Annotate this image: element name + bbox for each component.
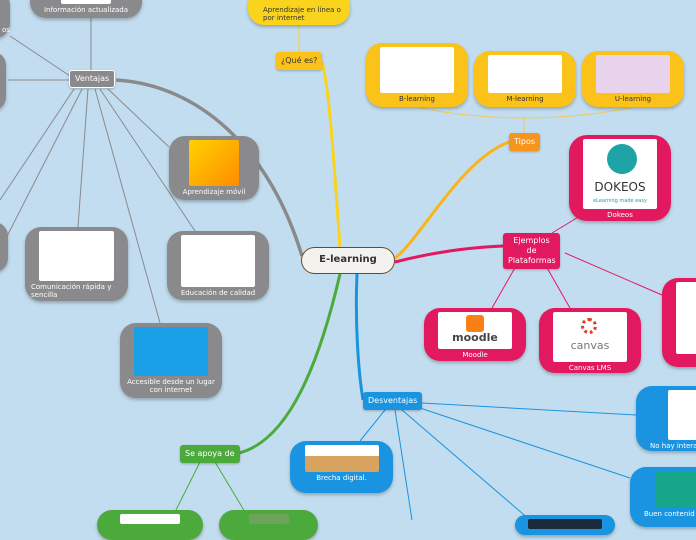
ventaja-informacion-actualizada[interactable]: Información actualizada: [30, 0, 142, 18]
b-learning-image: [380, 47, 454, 93]
apoyo-node-partial-1[interactable]: [97, 510, 203, 540]
ventaja-node-partial-2[interactable]: [0, 52, 6, 110]
digital-divide-image: [304, 445, 379, 472]
desventaja-node-partial[interactable]: [515, 515, 615, 535]
ventaja-node-partial[interactable]: os: [0, 0, 10, 38]
canvas-logo: canvas: [553, 312, 627, 362]
tipo-u-learning[interactable]: U-learning: [582, 51, 684, 107]
mobile-learning-image: [189, 140, 239, 186]
classroom-image: [181, 235, 255, 287]
tipo-b-learning[interactable]: B-learning: [366, 43, 468, 107]
se-apoya-de-topic[interactable]: Se apoya de: [180, 445, 240, 463]
content-image: [656, 471, 696, 508]
no-interaction-image: [668, 390, 696, 440]
connector-lines: [0, 18, 663, 520]
plataforma-dokeos[interactable]: DOKEOS eLearning made easy Dokeos: [569, 135, 671, 221]
apoyo-node-partial-2[interactable]: [219, 510, 318, 540]
m-learning-image: [488, 55, 562, 93]
ejemplos-topic[interactable]: Ejemplos de Plataformas: [503, 233, 560, 269]
tipos-topic[interactable]: Tipos: [509, 133, 541, 151]
dokeos-logo: DOKEOS eLearning made easy: [583, 139, 657, 209]
desventaja-no-hay-interaccion[interactable]: No hay intera: [636, 386, 696, 451]
desventaja-brecha-digital[interactable]: Brecha digital.: [290, 441, 393, 493]
world-map-image: [134, 327, 208, 376]
plataforma-partial[interactable]: [662, 278, 696, 367]
moodle-logo: moodle: [438, 312, 512, 349]
ventaja-educacion-calidad[interactable]: Educación de calidad: [167, 231, 269, 300]
plataforma-moodle[interactable]: moodle Moodle: [424, 308, 526, 361]
ventajas-topic[interactable]: Ventajas: [69, 70, 116, 88]
que-es-topic[interactable]: ¿Qué es?: [276, 52, 323, 70]
plataforma-canvas[interactable]: canvas Canvas LMS: [539, 308, 641, 373]
node-image: [61, 0, 111, 4]
desventajas-topic[interactable]: Desventajas: [363, 392, 423, 410]
ventaja-aprendizaje-movil[interactable]: Aprendizaje móvil: [169, 136, 259, 200]
central-topic[interactable]: E-learning: [301, 247, 395, 274]
ventaja-comunicacion[interactable]: Comunicación rápida y sencilla: [25, 227, 128, 301]
u-learning-image: [596, 55, 670, 93]
desventaja-buen-contenido[interactable]: Buen contenid: [630, 467, 696, 527]
tipo-m-learning[interactable]: M-learning: [474, 51, 576, 107]
ventaja-accesible[interactable]: Accesible desde un lugar con internet: [120, 323, 222, 398]
ventaja-node-partial-3[interactable]: [0, 222, 8, 272]
communication-image: [39, 231, 114, 281]
que-es-definition[interactable]: Aprendizaje en línea o por internet: [248, 0, 350, 25]
